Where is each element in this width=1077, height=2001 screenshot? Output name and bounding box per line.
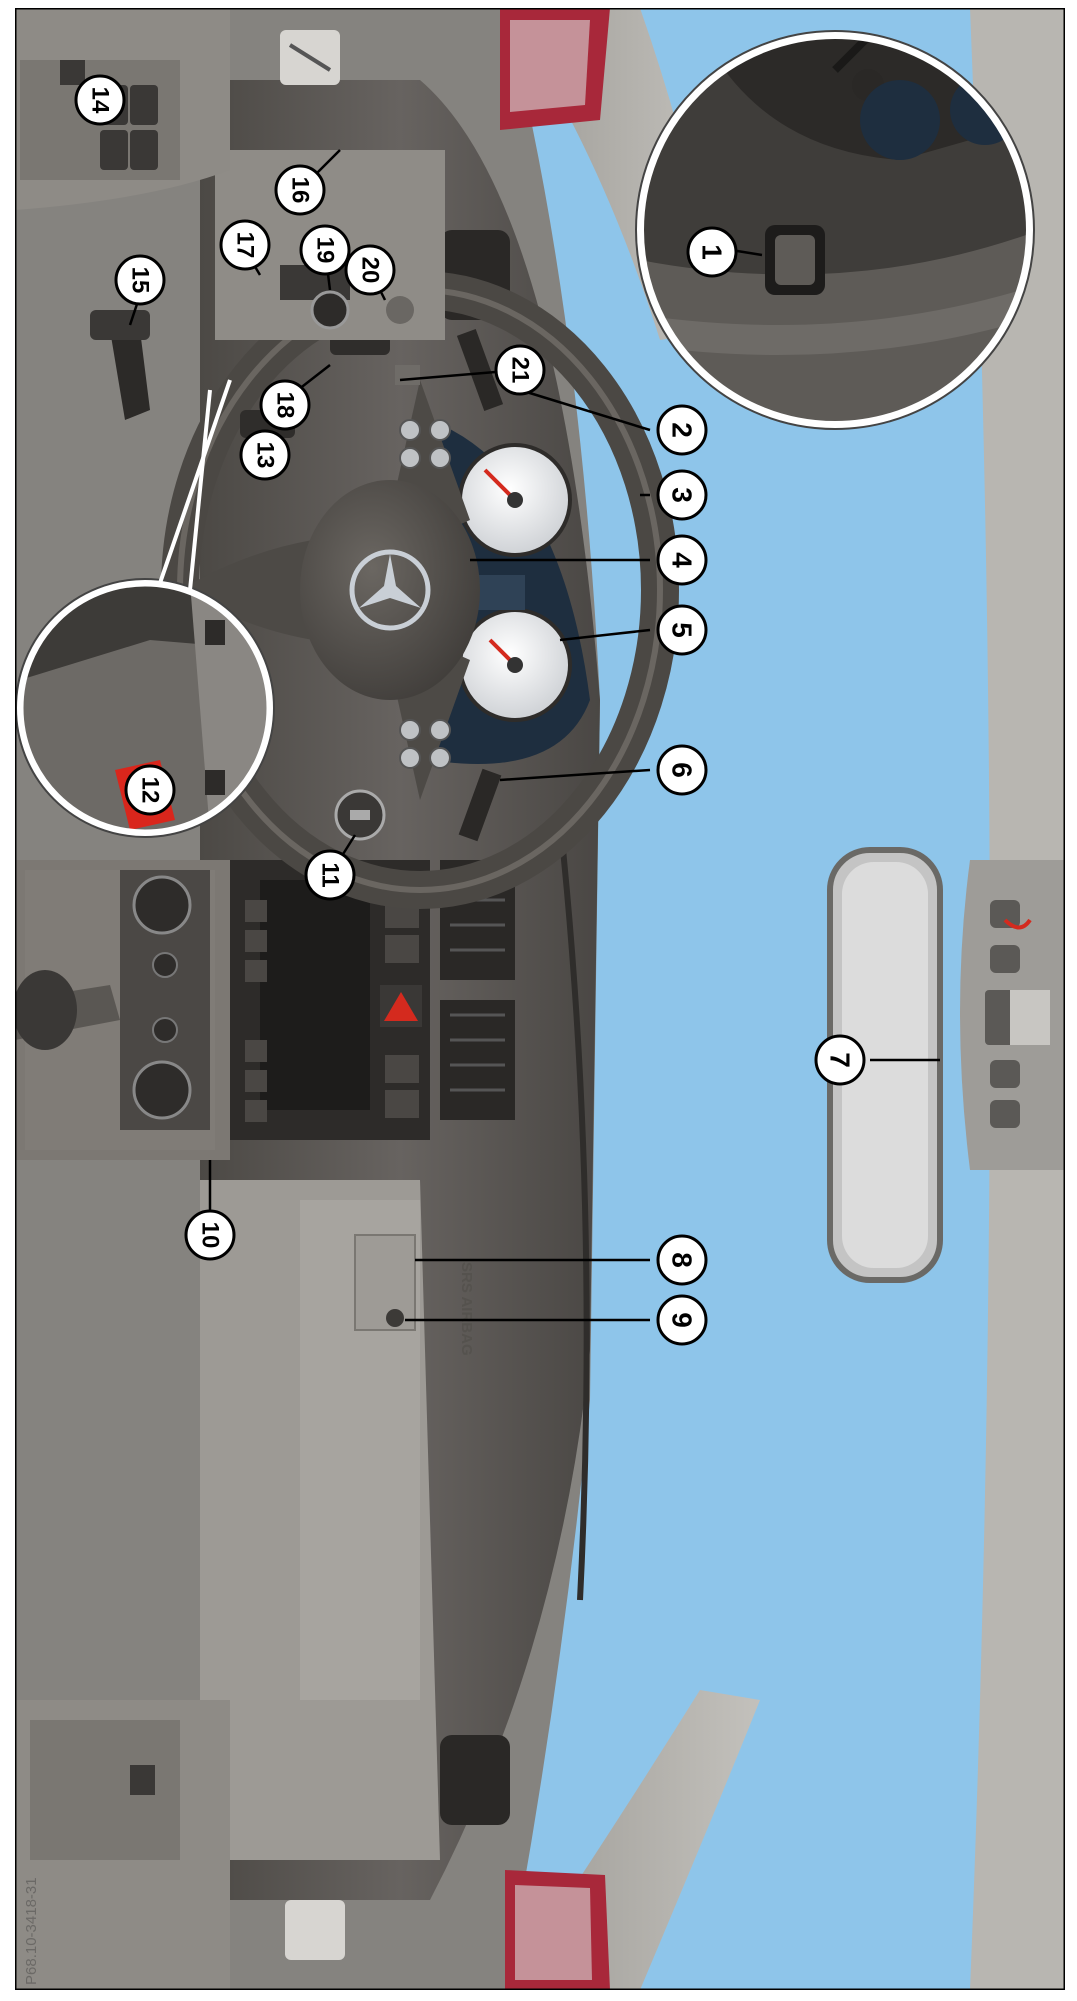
callout-badge-circle	[656, 604, 708, 656]
headlamp-range-knob	[386, 296, 414, 324]
callout-2: 2	[656, 404, 708, 456]
callout-number: 18	[272, 392, 299, 419]
callout-number: 6	[667, 762, 698, 778]
callout-number: 11	[317, 862, 344, 887]
stalk-left	[456, 328, 504, 412]
callout-badge-circle	[274, 164, 326, 216]
callout-17: 17	[219, 219, 271, 271]
callout-badge-circle	[344, 244, 396, 296]
callout-number: 7	[825, 1052, 856, 1068]
callout-badge-circle	[124, 764, 176, 816]
callout-number: 15	[127, 267, 154, 294]
callout-4: 4	[656, 534, 708, 586]
airbag-panel	[354, 1234, 416, 1331]
callout-9: 9	[656, 1294, 708, 1346]
callout-16: 16	[274, 164, 326, 216]
callout-21: 21	[494, 344, 546, 396]
inset-detail-right	[640, 35, 1030, 425]
door-switch	[60, 60, 85, 85]
callout-badge-circle	[239, 429, 291, 481]
callout-number: 12	[137, 777, 164, 804]
callout-number: 21	[507, 357, 534, 384]
callout-number: 20	[357, 257, 384, 284]
figure-id-code: P68.10-3418-31	[23, 1877, 40, 1985]
parking-brake-pedal	[110, 330, 150, 420]
callout-13: 13	[239, 429, 291, 481]
side-vent-right	[440, 1735, 510, 1825]
stalk-right	[458, 768, 502, 842]
inset-detail-left	[20, 583, 270, 833]
callout-number: 9	[667, 1312, 698, 1328]
airbag-off-lamp	[386, 1309, 404, 1327]
callout-3: 3	[656, 469, 708, 521]
callout-badge-circle	[184, 1209, 236, 1261]
gear-lever	[15, 970, 77, 1050]
callout-badge-circle	[656, 404, 708, 456]
callout-10: 10	[184, 1209, 236, 1261]
callout-14: 14	[74, 74, 126, 126]
callout-18: 18	[259, 379, 311, 431]
callout-badge-circle	[74, 74, 126, 126]
center-vent-right	[440, 1000, 515, 1120]
callout-number: 17	[232, 232, 259, 259]
callout-badge-circle	[219, 219, 271, 271]
callout-badge-circle	[114, 254, 166, 306]
callout-badge-circle	[656, 469, 708, 521]
callout-badge-circle	[494, 344, 546, 396]
callout-badge-circle	[656, 1234, 708, 1286]
callout-20: 20	[344, 244, 396, 296]
callout-11: 11	[304, 849, 356, 901]
callout-number: 2	[667, 422, 698, 438]
callout-number: 16	[287, 177, 314, 204]
callout-badge-circle	[686, 226, 738, 278]
callout-number: 3	[667, 487, 698, 503]
callout-1: 1	[686, 226, 738, 278]
callout-badge-circle	[304, 849, 356, 901]
callout-number: 13	[252, 442, 279, 469]
hazard-button	[384, 992, 418, 1021]
callout-15: 15	[114, 254, 166, 306]
callout-badge-circle	[299, 224, 351, 276]
light-switch-knob	[310, 290, 350, 330]
callout-number: 14	[87, 87, 114, 114]
callout-badge-circle	[656, 744, 708, 796]
callout-7: 7	[814, 1034, 866, 1086]
callout-5: 5	[656, 604, 708, 656]
mercedes-star-icon	[349, 549, 431, 631]
callout-number: 19	[312, 237, 339, 264]
callout-number: 8	[667, 1252, 698, 1268]
callout-number: 5	[667, 622, 698, 638]
callout-19: 19	[299, 224, 351, 276]
callout-12: 12	[124, 764, 176, 816]
callout-8: 8	[656, 1234, 708, 1286]
callout-badge-circle	[656, 1294, 708, 1346]
airbag-label: SRS AIRBAG	[458, 1262, 475, 1356]
callout-number: 10	[197, 1222, 224, 1249]
callout-number: 4	[667, 552, 698, 568]
callout-badge-circle	[656, 534, 708, 586]
callout-number: 1	[697, 244, 728, 260]
callout-6: 6	[656, 744, 708, 796]
callout-badge-circle	[814, 1034, 866, 1086]
callout-badge-circle	[259, 379, 311, 431]
instrument-lighting-button	[395, 365, 420, 385]
